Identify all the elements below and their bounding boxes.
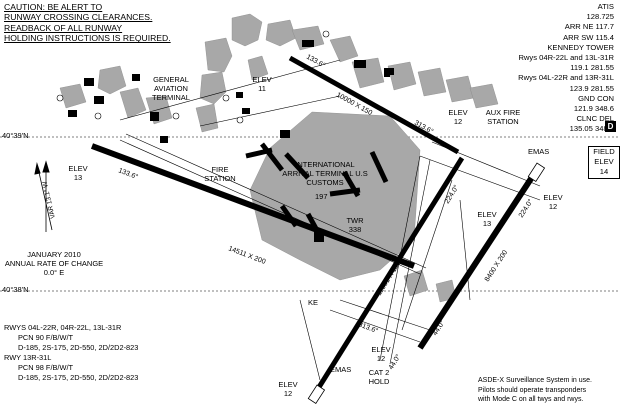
elev-label-text: ELEV bbox=[543, 193, 563, 202]
aux-fire-station-label: AUX FIRE STATION bbox=[485, 108, 521, 126]
frequency-list: ATIS 128.725 ARR NE 117.7 ARR SW 115.4 K… bbox=[518, 2, 614, 135]
latitude-upper: 40°39'N bbox=[2, 131, 29, 140]
freq-line: 135.05 348.6 bbox=[569, 124, 614, 134]
freq-line: ATIS bbox=[597, 2, 614, 11]
magvar-rate-value: 0.0° E bbox=[43, 268, 65, 277]
pcn-group1-gear: D-185, 2S-175, 2D-550, 2D/2D2-823 bbox=[18, 343, 139, 352]
pcn-group2-pcn: PCN 98 F/B/W/T bbox=[18, 363, 74, 372]
freq-line: Rwys 04R-22L and 13L-31R bbox=[518, 53, 614, 63]
asde-line-2: Pilots should operate transponders bbox=[478, 386, 587, 394]
freq-line: CLNC DEL bbox=[576, 114, 614, 124]
emas-sw bbox=[307, 384, 326, 404]
freq-line: 119.1 281.55 bbox=[570, 63, 614, 73]
freq-line: ARR SW 115.4 bbox=[563, 32, 614, 42]
elev-label-text: ELEV bbox=[477, 210, 497, 219]
latitude-lower: 40°38'N bbox=[2, 285, 29, 294]
caution-line-4: HOLDING INSTRUCTIONS IS REQUIRED. bbox=[4, 33, 171, 44]
elev-value: 11 bbox=[258, 84, 266, 93]
elev-label-text: ELEV bbox=[371, 345, 391, 354]
emas-ne bbox=[527, 162, 546, 182]
pcn-group2-gear: D-185, 2S-175, 2D-550, 2D/2D2-823 bbox=[18, 373, 139, 382]
asde-line-3: with Mode C on all twys and rwys. bbox=[478, 396, 584, 404]
magvar-date: JANUARY 2010 bbox=[27, 250, 81, 259]
freq-line: ARR NE 117.7 bbox=[564, 22, 614, 32]
field-elev-line-1: FIELD bbox=[593, 147, 615, 156]
rwy-13r-hdg-end: 313.6° bbox=[357, 320, 379, 335]
pcn-group1-title: RWYS 04L-22R, 04R-22L, 13L-31R bbox=[4, 323, 122, 332]
freq-line: 128.725 bbox=[586, 12, 614, 22]
elev-value: 13 bbox=[482, 219, 492, 228]
elev-value: 12 bbox=[453, 117, 463, 126]
freq-line: 121.9 348.6 bbox=[573, 104, 614, 114]
tower-elevation: 338 bbox=[348, 225, 362, 234]
field-elev-value: 14 bbox=[599, 167, 609, 176]
caution-note: CAUTION: BE ALERT TO RUNWAY CROSSING CLE… bbox=[4, 2, 171, 44]
runway-13l-31r bbox=[288, 55, 460, 155]
runway-04l-22r bbox=[313, 156, 465, 394]
elev-label-text: ELEV bbox=[68, 164, 88, 173]
terminal-piers bbox=[245, 142, 389, 238]
pcn-group2-title: RWY 13R-31L bbox=[4, 353, 52, 362]
elev-value: 12 bbox=[283, 389, 293, 398]
international-arrival-terminal-label: INTERNATIONAL ARRIVAL TERMINAL U.S CUSTO… bbox=[282, 160, 368, 187]
tower-label: TWR bbox=[346, 216, 364, 225]
emas-label-top: EMAS bbox=[528, 147, 550, 156]
freq-line: KENNEDY TOWER bbox=[547, 42, 614, 52]
freq-line: GND CON bbox=[578, 93, 614, 103]
magvar-label: VAR 13.1° W bbox=[40, 180, 57, 220]
freq-line: Rwys 04L-22R and 13R-31L bbox=[518, 73, 614, 83]
rwy-13r-hdg-start: 133.6° bbox=[117, 166, 139, 181]
pcn-block: RWYS 04L-22R, 04R-22L, 13L-31R PCN 90 F/… bbox=[4, 323, 138, 383]
caution-line-3: READBACK OF ALL RUNWAY bbox=[4, 22, 123, 33]
elev-label-text: ELEV bbox=[448, 108, 468, 117]
runways bbox=[90, 55, 541, 394]
asde-line-1: ASDE-X Surveillance System in use. bbox=[478, 377, 592, 384]
freq-line: 123.9 281.55 bbox=[569, 83, 614, 93]
emas-label-bottom: EMAS bbox=[330, 365, 352, 374]
caution-line-1: CAUTION: BE ALERT TO bbox=[4, 2, 103, 12]
pcn-group1-pcn: PCN 90 F/B/W/T bbox=[18, 333, 74, 342]
elev-value: 12 bbox=[376, 354, 386, 363]
asde-note: ASDE-X Surveillance System in use. Pilot… bbox=[478, 376, 592, 405]
cat2-hold-label: CAT 2 HOLD bbox=[368, 368, 390, 386]
elev-label-text: ELEV bbox=[278, 380, 298, 389]
fire-station-label: FIRE STATION bbox=[204, 165, 236, 183]
general-aviation-terminal-label: GENERAL AVIATION TERMINAL bbox=[152, 75, 190, 102]
north-arrow bbox=[34, 160, 53, 232]
elev-value: 12 bbox=[548, 202, 558, 211]
elev-label-text: ELEV bbox=[252, 75, 272, 84]
magvar-rate-label: ANNUAL RATE OF CHANGE bbox=[4, 259, 104, 268]
terminal-areas bbox=[59, 13, 499, 303]
rwy-04r-dims: 8400 X 200 bbox=[484, 249, 509, 283]
hot-spots bbox=[56, 30, 330, 124]
elev-value: 13 bbox=[73, 173, 83, 182]
caution-line-2: RUNWAY CROSSING CLEARANCES. bbox=[4, 12, 153, 23]
field-elevation-box: FIELD ELEV 14 bbox=[588, 146, 620, 179]
chart-code-badge: D bbox=[605, 121, 616, 132]
building-197-label: 197 bbox=[315, 192, 328, 201]
taxiway-ke-label: KE bbox=[308, 298, 319, 307]
runway-04r-22l bbox=[417, 166, 541, 350]
field-elev-line-2: ELEV bbox=[594, 157, 614, 166]
rwy-13r-dims: 14511 X 200 bbox=[227, 245, 266, 266]
runway-13r-31l bbox=[90, 143, 416, 269]
